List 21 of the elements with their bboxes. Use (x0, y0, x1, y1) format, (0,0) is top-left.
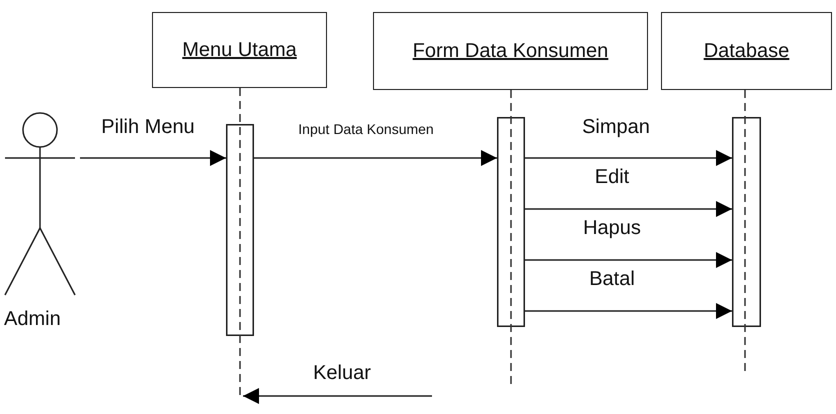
object-box (373, 12, 648, 90)
message-arrow (525, 252, 732, 268)
activation-bar (732, 117, 761, 327)
message-label: Hapus (583, 217, 641, 239)
message-arrow (525, 201, 732, 217)
message-arrow (80, 150, 226, 166)
object-box (152, 12, 327, 88)
message-arrow (525, 150, 732, 166)
message-arrow (254, 150, 497, 166)
message-arrow (243, 388, 432, 404)
object-box (661, 12, 832, 90)
activation-bar (226, 124, 254, 336)
object-name: Database (704, 40, 790, 62)
lifeline (742, 90, 748, 372)
object-name: Form Data Konsumen (412, 40, 608, 62)
message-label: Input Data Konsumen (298, 122, 434, 138)
message-label: Simpan (582, 116, 650, 138)
message-arrow (525, 303, 732, 319)
actor-name: Admin (4, 308, 61, 331)
activation-bar (497, 117, 525, 327)
object-name: Menu Utama (182, 38, 297, 62)
